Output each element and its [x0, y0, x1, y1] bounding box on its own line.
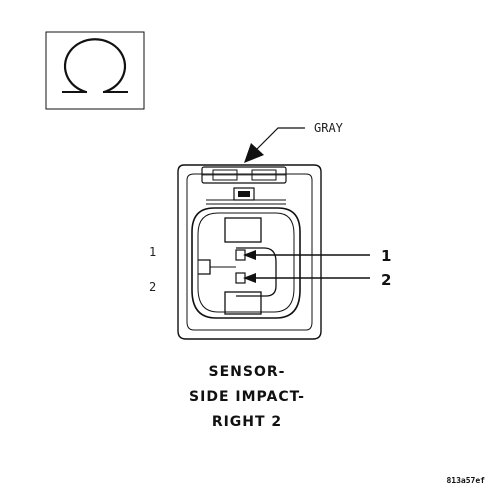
ohm-symbol-icon	[62, 38, 128, 94]
pin-callout-2	[243, 273, 370, 283]
pin-callout-label-1: 1	[381, 247, 391, 265]
terminal-cavity	[191, 207, 301, 319]
ohm-symbol-box	[45, 31, 145, 110]
caption-line-3: RIGHT 2	[212, 414, 282, 430]
reference-code: 813a57ef	[446, 476, 485, 485]
color-leader-arrowhead	[244, 143, 264, 163]
color-leader	[244, 127, 305, 163]
locking-latch	[201, 166, 287, 205]
caption-line-2: SIDE IMPACT-	[189, 389, 305, 405]
connector-color-label: GRAY	[314, 121, 344, 135]
connector-housing	[177, 164, 322, 340]
cavity-label-1: 1	[149, 245, 156, 259]
caption-line-1: SENSOR-	[209, 364, 286, 380]
pin-callout-label-2: 2	[381, 271, 391, 289]
pin-callout-1	[243, 250, 370, 260]
cavity-label-2: 2	[149, 280, 156, 294]
